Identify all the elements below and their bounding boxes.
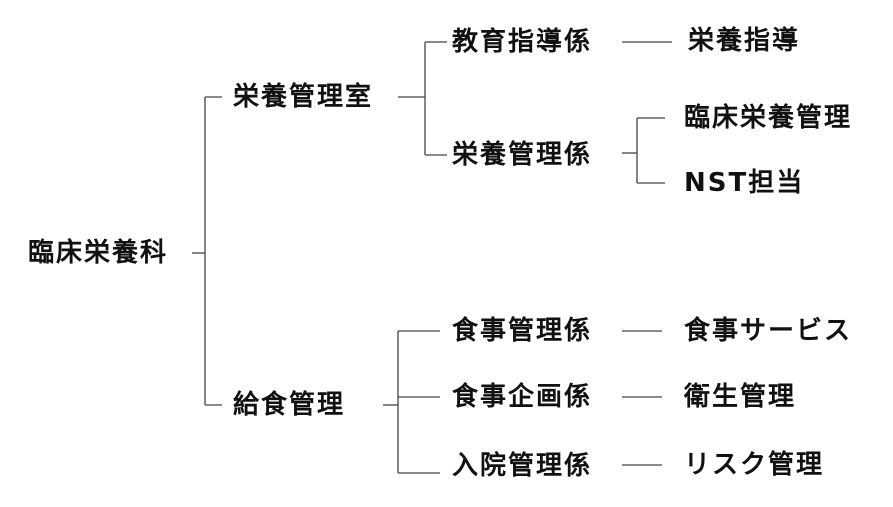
branch-nutrition-office: 栄養管理室 — [233, 82, 374, 112]
duty-meal-service: 食事サービス — [684, 316, 853, 346]
section-nutrition-mgmt: 栄養管理係 — [452, 140, 593, 170]
duty-risk: リスク管理 — [684, 450, 825, 480]
section-inpatient: 入院管理係 — [452, 451, 593, 481]
section-meal-mgmt: 食事管理係 — [452, 316, 593, 346]
section-education: 教育指導係 — [452, 27, 593, 57]
duty-hygiene: 衛生管理 — [684, 382, 797, 412]
duty-nutrition-guidance: 栄養指導 — [688, 26, 801, 56]
duty-clinical-nutrition: 臨床栄養管理 — [684, 103, 853, 133]
section-meal-plan: 食事企画係 — [452, 382, 593, 412]
root-node: 臨床栄養科 — [28, 238, 169, 268]
duty-nst: NST担当 — [684, 168, 805, 198]
branch-food-service: 給食管理 — [233, 390, 346, 420]
